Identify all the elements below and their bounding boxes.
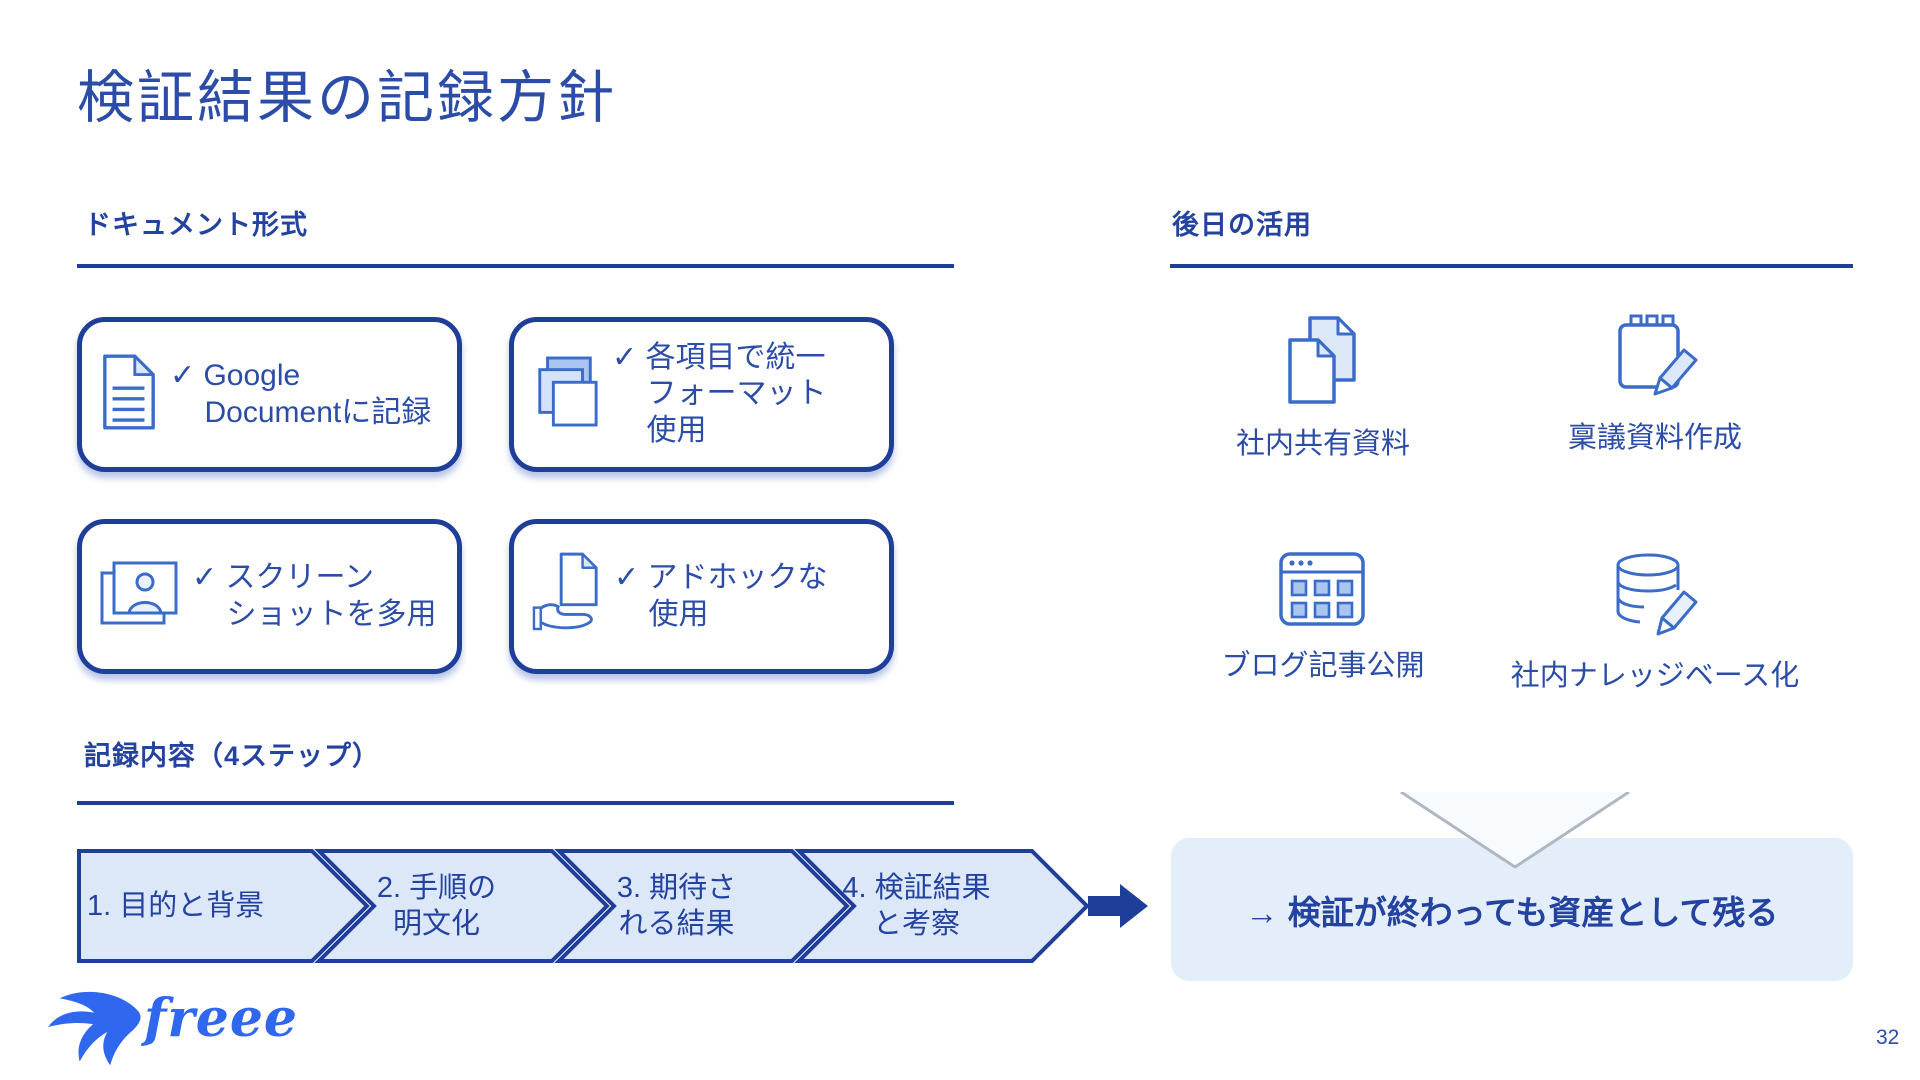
use-item-knowledge-base: 社内ナレッジベース化 — [1475, 552, 1835, 694]
step-3: 3. 期待さ れる結果 — [616, 871, 737, 940]
document-hand-icon — [532, 552, 602, 641]
stacked-cards-icon — [532, 356, 600, 433]
card-text: ✓ 各項目で統一 フォーマット 使用 — [612, 340, 827, 447]
page-title: 検証結果の記録方針 — [77, 66, 617, 130]
use-item-internal-sharing: 社内共有資料 — [1143, 316, 1503, 462]
use-item-label: ブログ記事公開 — [1221, 650, 1425, 682]
step-4: 4. 検証結果 と考察 — [842, 871, 991, 940]
freee-logo: freee — [46, 986, 298, 1072]
page-number: 32 — [1876, 1026, 1900, 1049]
use-item-blog-publish: ブログ記事公開 — [1143, 552, 1503, 684]
section-heading-recording-steps: 記録内容（4ステップ） — [84, 741, 381, 771]
section-underline — [77, 264, 954, 268]
section-underline — [77, 801, 954, 805]
freee-logo-text: freee — [144, 988, 299, 1049]
step-chevrons: 1. 目的と背景 2. 手順の 明文化 3. 期待さ れる結果 4. 検証結果 … — [77, 849, 1089, 963]
section-heading-later-use: 後日の活用 — [1172, 210, 1312, 240]
document-icon — [100, 353, 158, 436]
use-item-label: 稟議資料作成 — [1567, 422, 1742, 454]
step-2: 2. 手順の 明文化 — [376, 871, 497, 940]
step-1: 1. 目的と背景 — [87, 889, 265, 922]
notepad-pencil-icon — [1618, 314, 1698, 396]
right-arrow-icon — [1088, 884, 1148, 928]
funnel-triangle-icon — [1400, 792, 1630, 869]
section-heading-document-format: ドキュメント形式 — [84, 210, 308, 240]
copy-documents-icon — [1288, 316, 1356, 404]
database-pencil-icon — [1616, 553, 1698, 636]
use-item-approval-docs: 稟議資料作成 — [1475, 312, 1835, 456]
result-text: → 検証が終わっても資産として残る — [1245, 893, 1779, 931]
card-unified-format: ✓ 各項目で統一 フォーマット 使用 — [509, 317, 894, 472]
card-text: ✓ Google Documentに記録 — [170, 358, 432, 429]
card-text: ✓ アドホックな 使用 — [614, 560, 828, 631]
use-item-label: 社内共有資料 — [1235, 428, 1410, 460]
card-adhoc-use: ✓ アドホックな 使用 — [509, 519, 894, 674]
card-google-document: ✓ Google Documentに記録 — [77, 317, 462, 472]
section-underline — [1170, 264, 1853, 268]
card-screenshots: ✓ スクリーン ショットを多用 — [77, 519, 462, 674]
browser-grid-icon — [1279, 552, 1365, 626]
use-item-label: 社内ナレッジベース化 — [1510, 660, 1800, 692]
card-text: ✓ スクリーン ショットを多用 — [192, 560, 437, 631]
chevron-shapes — [77, 849, 1089, 963]
screenshot-icon — [100, 561, 180, 632]
freee-bird-icon — [48, 991, 141, 1066]
